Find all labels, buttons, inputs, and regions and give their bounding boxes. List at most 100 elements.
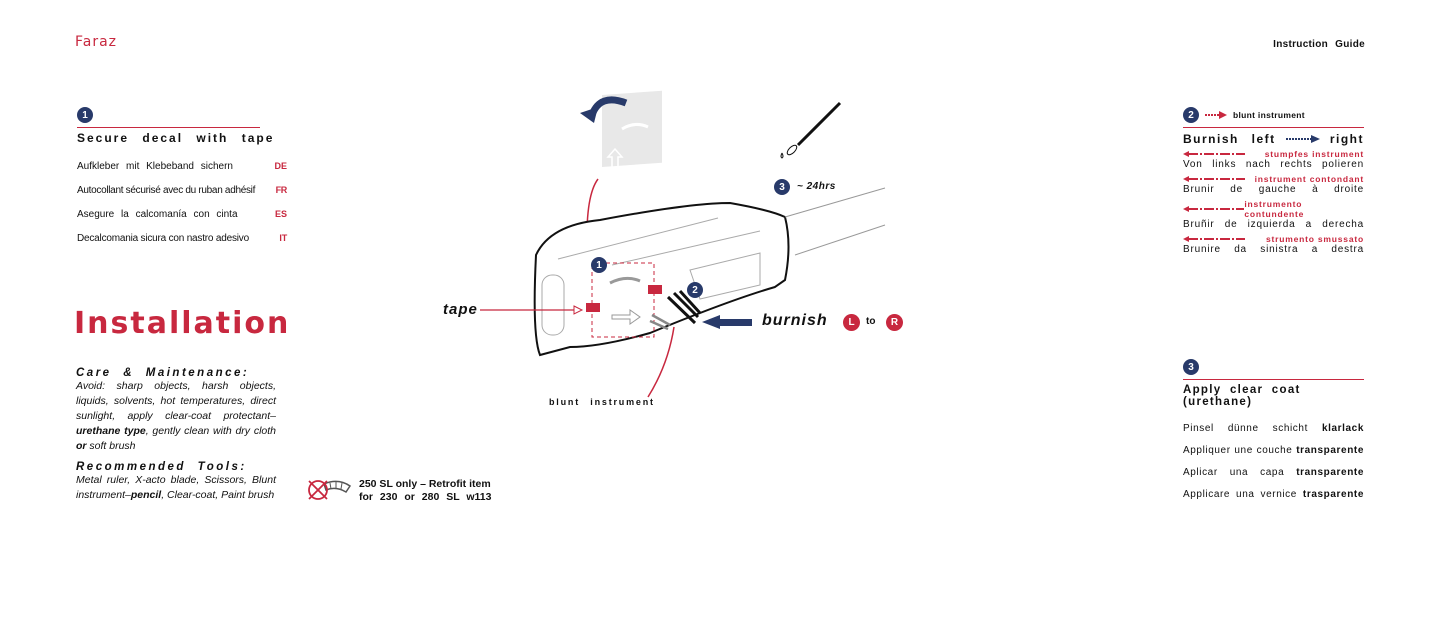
navy-arrow-icon xyxy=(1285,135,1320,143)
retrofit-icon xyxy=(306,478,352,507)
step1-translations: Aufkleber mit Klebeband sichern DE Autoco… xyxy=(77,161,287,244)
burnish-arrow-icon xyxy=(702,315,752,329)
tool-name: instrument contondant xyxy=(1254,174,1364,184)
burnish-label: burnish xyxy=(762,312,828,329)
tools-section: Recommended Tools: Metal ruler, X-acto b… xyxy=(76,461,276,503)
step3-divider xyxy=(1183,379,1364,380)
translation-row: Asegure la calcomanía con cinta ES xyxy=(77,209,287,220)
tools-text-part: Metal ruler, X-acto blade, Scissors, Blu… xyxy=(76,474,276,501)
tool-name: stumpfes instrument xyxy=(1264,149,1364,159)
left-arrow-icon xyxy=(1183,176,1245,182)
tool-line: strumento smussato xyxy=(1183,234,1364,244)
dashed-arrow-icon xyxy=(1205,111,1227,119)
to-label: to xyxy=(866,316,876,327)
step3-row: Pinsel dünne schicht klarlack xyxy=(1183,423,1364,434)
step2-row: instrumento contundente Bruñir de izquie… xyxy=(1183,199,1364,230)
step3-text: Pinsel dünne schicht xyxy=(1183,423,1322,434)
step3-number-badge: 3 xyxy=(1183,359,1199,375)
retrofit-note: 250 SL only – Retrofit item for 230 or 2… xyxy=(359,478,491,504)
step2-section: 2 blunt instrument Burnish left right st… xyxy=(1183,107,1364,255)
tape-piece xyxy=(648,285,662,294)
translation-row: Autocollant sécurisé avec du ruban adhés… xyxy=(77,185,287,196)
retrofit-line: for 230 or 280 SL w113 xyxy=(359,491,492,503)
translation-text: Asegure la calcomanía con cinta xyxy=(77,209,238,220)
step2-subtitle: blunt instrument xyxy=(1233,110,1305,120)
installation-diagram xyxy=(480,90,886,398)
step2-text: Von links nach rechts polieren xyxy=(1183,159,1364,170)
step2-title: Burnish left right xyxy=(1183,132,1364,146)
step2-row: strumento smussato Brunire da sinistra a… xyxy=(1183,234,1364,255)
step3-row: Appliquer une couche transparente xyxy=(1183,445,1364,456)
left-arrow-icon xyxy=(1183,206,1245,212)
left-arrow-icon xyxy=(1183,236,1245,242)
tools-text-part: , Clear-coat, Paint brush xyxy=(161,489,275,501)
tools-bold: pencil xyxy=(130,489,162,501)
tools-text: Metal ruler, X-acto blade, Scissors, Blu… xyxy=(76,473,276,503)
step3-bold: transparente xyxy=(1296,445,1364,456)
care-text-part: soft brush xyxy=(86,440,136,452)
step2-title-right: right xyxy=(1329,132,1364,146)
left-badge: L xyxy=(843,314,860,331)
step2-text: Brunire da sinistra a destra xyxy=(1183,244,1364,255)
tool-line: instrument contondant xyxy=(1183,174,1364,184)
tools-heading: Recommended Tools: xyxy=(76,461,247,473)
housing-illustration xyxy=(533,201,790,357)
left-arrow-icon xyxy=(1183,151,1245,157)
care-text-part: , gently clean with dry cloth xyxy=(145,425,276,437)
language-code: ES xyxy=(274,209,287,219)
translation-row: Aufkleber mit Klebeband sichern DE xyxy=(77,161,287,172)
step3-text: Appliquer une couche xyxy=(1183,445,1297,456)
step3-bold: klarlack xyxy=(1321,423,1364,434)
right-badge: R xyxy=(886,314,903,331)
step2-text: Bruñir de izquierda a derecha xyxy=(1183,219,1364,230)
step2-text: Brunir de gauche à droite xyxy=(1183,184,1364,195)
step3-section: 3 Apply clear coat (urethane) Pinsel dün… xyxy=(1183,359,1364,500)
step2-number-badge: 2 xyxy=(1183,107,1199,123)
tape-label: tape xyxy=(443,301,478,318)
retrofit-line: 250 SL only – Retrofit item xyxy=(359,478,491,490)
care-bold: urethane type xyxy=(76,425,146,437)
care-section: Care & Maintenance: Avoid: sharp objects… xyxy=(76,367,276,454)
step3-bold: trasparente xyxy=(1302,489,1364,500)
burnish-marks xyxy=(666,289,702,325)
diagram-step3-marker: 3 xyxy=(774,179,790,195)
decal-sheet xyxy=(602,90,662,167)
step1-section: 1 Secure decal with tape Aufkleber mit K… xyxy=(77,107,287,244)
step2-header: 2 blunt instrument xyxy=(1183,107,1364,123)
diagram-step1-marker: 1 xyxy=(591,257,607,273)
blunt-instrument-label: blunt instrument xyxy=(549,397,655,407)
step3-text: Aplicar una capa xyxy=(1183,467,1297,478)
cure-time-label: ~ 24hrs xyxy=(797,181,836,192)
care-bold: or xyxy=(76,440,87,452)
step2-rows: stumpfes instrument Von links nach recht… xyxy=(1183,149,1364,255)
step2-row: stumpfes instrument Von links nach recht… xyxy=(1183,149,1364,170)
diagram-step2-marker: 2 xyxy=(687,282,703,298)
installation-heading: Installation xyxy=(74,306,291,341)
tool-name: strumento smussato xyxy=(1265,234,1364,244)
care-text-part: Avoid: sharp objects, harsh objects, liq… xyxy=(76,380,276,422)
step3-bold: transparente xyxy=(1296,467,1364,478)
brand-logo: Faraz xyxy=(75,34,118,50)
step2-title-left: Burnish left xyxy=(1183,132,1276,146)
step3-row: Applicare una vernice trasparente xyxy=(1183,489,1364,500)
language-code: FR xyxy=(275,185,288,195)
language-code: IT xyxy=(279,233,287,243)
translation-text: Decalcomania sicura con nastro adesivo xyxy=(77,233,249,244)
step3-row: Aplicar una capa transparente xyxy=(1183,467,1364,478)
tape-piece xyxy=(586,303,600,312)
translation-text: Aufkleber mit Klebeband sichern xyxy=(77,161,233,172)
translation-text: Autocollant sécurisé avec du ruban adhés… xyxy=(77,185,256,196)
translation-row: Decalcomania sicura con nastro adesivo IT xyxy=(77,233,287,244)
care-text: Avoid: sharp objects, harsh objects, liq… xyxy=(76,379,276,454)
step2-row: instrument contondant Brunir de gauche à… xyxy=(1183,174,1364,195)
step1-title: Secure decal with tape xyxy=(77,131,275,145)
language-code: DE xyxy=(274,161,287,171)
step3-title: Apply clear coat (urethane) xyxy=(1183,384,1301,408)
step1-divider xyxy=(77,127,260,128)
tool-name: instrumento contundente xyxy=(1244,199,1305,219)
step3-text: Applicare una vernice xyxy=(1183,489,1303,500)
step1-number-badge: 1 xyxy=(77,107,93,123)
step2-divider xyxy=(1183,127,1364,128)
tool-line: stumpfes instrument xyxy=(1183,149,1364,159)
care-heading: Care & Maintenance: xyxy=(76,367,250,379)
